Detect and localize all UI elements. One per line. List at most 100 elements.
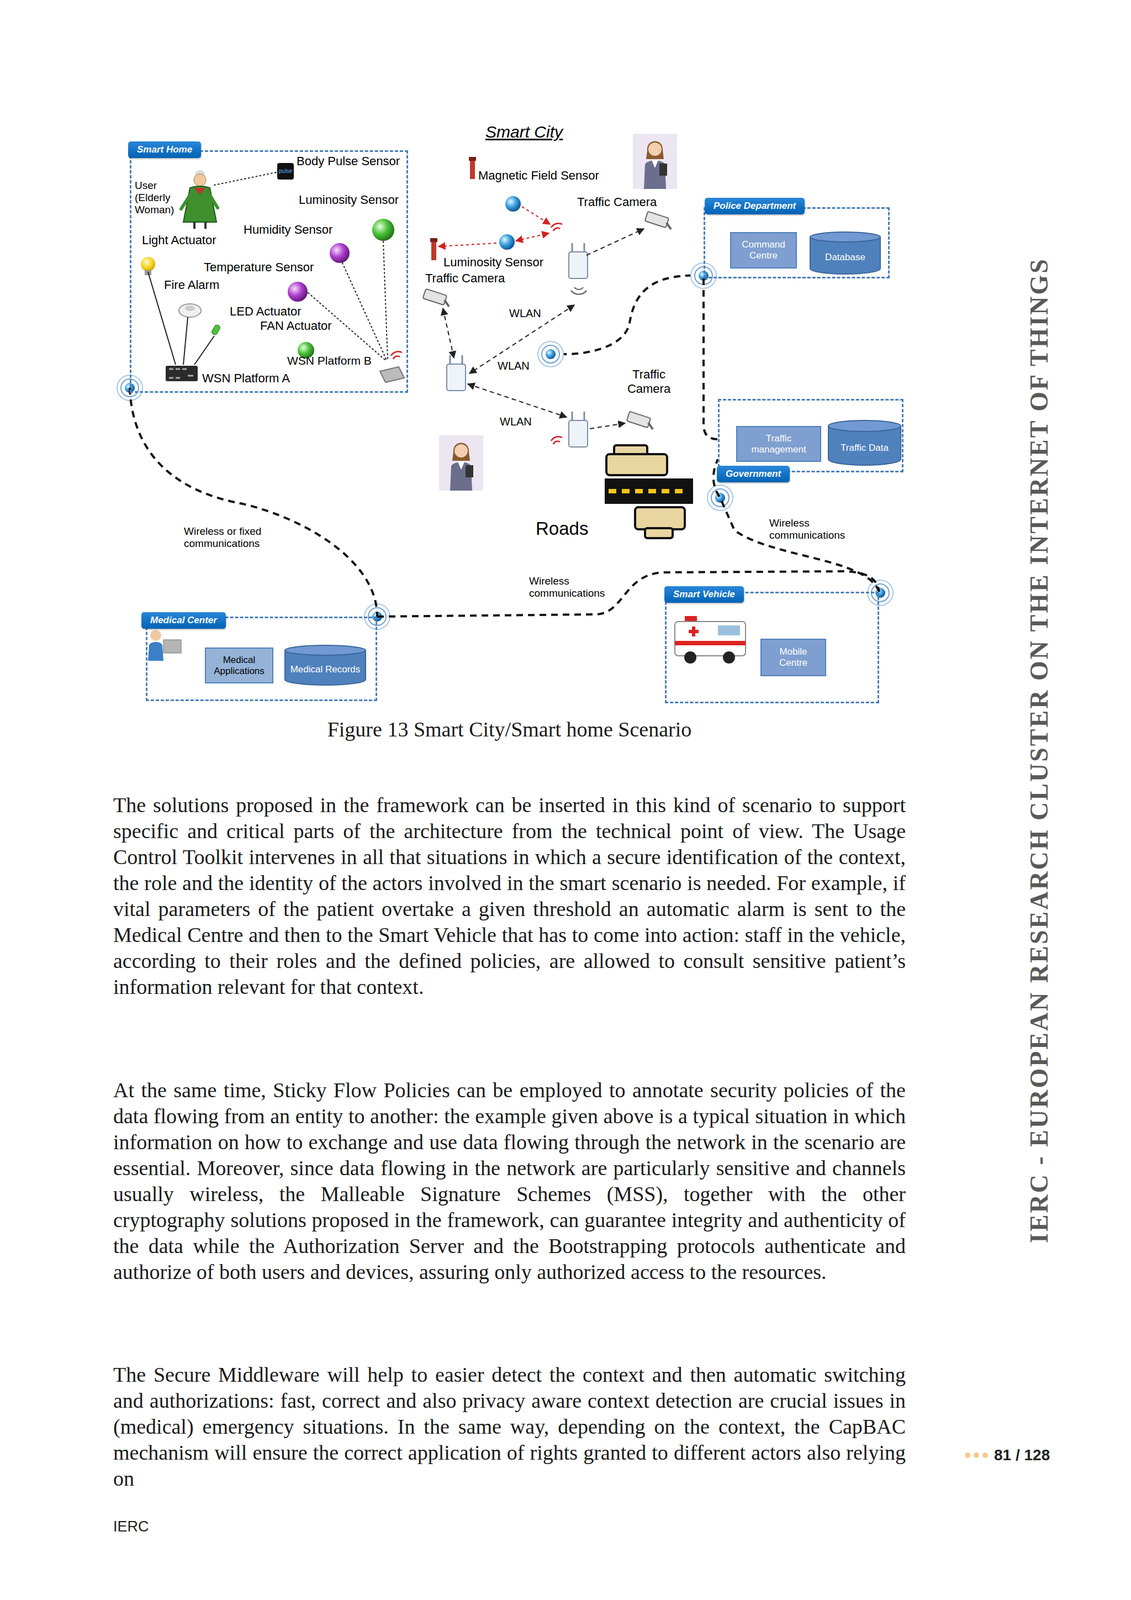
government-region: GovernmentTraffic managementTraffic Data bbox=[717, 398, 904, 473]
box-text: Command Centre bbox=[735, 239, 792, 261]
medical-records-cylinder: Medical Records bbox=[284, 644, 367, 686]
access-point bbox=[446, 355, 466, 391]
red-cross bbox=[688, 626, 699, 637]
radio-signal bbox=[551, 436, 563, 445]
footer-text: IERC bbox=[113, 1517, 150, 1535]
wlan-link bbox=[586, 228, 644, 256]
area-title: Smart City bbox=[485, 122, 563, 142]
user-arms bbox=[181, 193, 218, 209]
wlan-link bbox=[589, 423, 626, 429]
sensor-sphere bbox=[499, 234, 515, 250]
wireless-link bbox=[129, 387, 378, 617]
medical-center-region: Medical CenterMedical ApplicationsMedica… bbox=[145, 616, 378, 701]
wheel bbox=[722, 651, 736, 664]
sensor-label: Humidity Sensor bbox=[243, 222, 333, 237]
link-endpoint bbox=[707, 484, 733, 511]
sensor-sphere bbox=[505, 196, 521, 212]
link-label: Wireless or fixed communications bbox=[182, 524, 280, 551]
ambulance-stripe bbox=[674, 640, 746, 646]
sensor-label: Magnetic Field Sensor bbox=[478, 168, 600, 183]
dot bbox=[973, 1451, 980, 1458]
smart-home-devices bbox=[140, 162, 405, 383]
wlan-label: WLAN bbox=[499, 415, 532, 428]
access-point-body bbox=[446, 363, 466, 391]
box-text: Medical Records bbox=[290, 663, 361, 675]
monitor bbox=[163, 639, 182, 653]
user-dress bbox=[183, 186, 217, 223]
antenna bbox=[572, 411, 585, 421]
database-cylinder: Database bbox=[809, 231, 881, 275]
camera-mount bbox=[444, 299, 449, 307]
antenna bbox=[450, 355, 463, 364]
staff-head bbox=[150, 629, 162, 641]
wsn-board-pins bbox=[168, 368, 194, 378]
wireless-link bbox=[713, 458, 880, 592]
camera-body bbox=[626, 411, 652, 428]
region-tag: Smart Home bbox=[128, 141, 202, 158]
box-text: Mobile Centre bbox=[765, 646, 822, 668]
traffic-camera-icon bbox=[423, 288, 449, 307]
user-legs bbox=[194, 222, 206, 229]
endpoint-ring bbox=[707, 484, 733, 511]
traffic-camera-icon bbox=[626, 411, 653, 430]
pulse-icon bbox=[277, 162, 294, 180]
magnetic-sensor-icon bbox=[431, 241, 437, 261]
dot bbox=[982, 1451, 988, 1458]
person-ground bbox=[439, 435, 484, 491]
roads-icon bbox=[604, 445, 694, 538]
smart-vehicle-region: Smart VehicleMobile Centre bbox=[664, 591, 880, 704]
access-point-body bbox=[568, 420, 588, 447]
actuator-label: Light Actuator bbox=[141, 233, 217, 247]
camera-body bbox=[423, 288, 448, 305]
medical-staff-icon bbox=[148, 629, 182, 661]
antenna bbox=[572, 242, 585, 252]
region-tag: Smart Vehicle bbox=[664, 585, 744, 603]
fire-alarm-icon bbox=[178, 303, 202, 317]
endpoint-ring bbox=[711, 488, 729, 507]
magnetic-sensor-cap bbox=[430, 238, 438, 242]
police-region: Police DepartmentCommand CentreDatabase bbox=[703, 207, 890, 279]
wlan-label: WLAN bbox=[509, 307, 542, 320]
wireless-link bbox=[703, 278, 718, 440]
platform-label: WSN Platform A bbox=[202, 371, 290, 385]
wifi-signal bbox=[571, 287, 587, 295]
person-with-tablet bbox=[632, 133, 678, 189]
camera-body bbox=[645, 211, 670, 228]
radio-signal bbox=[551, 223, 563, 231]
dotted-link bbox=[308, 241, 388, 361]
sensor-label: Temperature Sensor bbox=[203, 260, 314, 274]
luminosity-sensor-icon bbox=[372, 218, 395, 241]
ambulance-window bbox=[717, 625, 741, 636]
wireless-link bbox=[562, 275, 704, 354]
medical-applications-box: Medical Applications bbox=[204, 647, 274, 684]
endpoint-dot bbox=[545, 349, 556, 359]
ambulance-icon bbox=[674, 615, 746, 664]
wlan-label: WLAN bbox=[497, 359, 530, 373]
red-link bbox=[438, 242, 498, 247]
wlan-link bbox=[442, 308, 454, 358]
page-number: 81 / 128 bbox=[994, 1445, 1050, 1464]
link-label: Wireless communications bbox=[527, 574, 620, 600]
ambulance-body bbox=[674, 621, 746, 656]
sensor-label: Luminosity Sensor bbox=[443, 255, 544, 269]
link-endpoint bbox=[537, 341, 564, 367]
traffic-management-box: Traffic management bbox=[736, 425, 822, 462]
access-point bbox=[568, 242, 588, 295]
mobile-centre-box: Mobile Centre bbox=[760, 638, 827, 676]
cylinder-body bbox=[810, 236, 881, 274]
command-box: Command Centre bbox=[730, 231, 797, 269]
red-link bbox=[521, 206, 551, 225]
smart-city-devices bbox=[423, 133, 704, 538]
platform-label: WSN Platform B bbox=[287, 353, 372, 368]
led-icon bbox=[210, 324, 221, 336]
camera-label: Traffic Camera bbox=[425, 271, 505, 285]
magnetic-sensor-icon bbox=[469, 160, 475, 179]
siren bbox=[684, 615, 697, 622]
region-tag: Government bbox=[716, 465, 790, 483]
page-number-dots bbox=[964, 1451, 988, 1458]
cylinder-top bbox=[284, 645, 366, 655]
box-text: Traffic Data bbox=[840, 442, 889, 454]
camera-mount bbox=[648, 422, 653, 430]
person-hair bbox=[452, 442, 470, 462]
